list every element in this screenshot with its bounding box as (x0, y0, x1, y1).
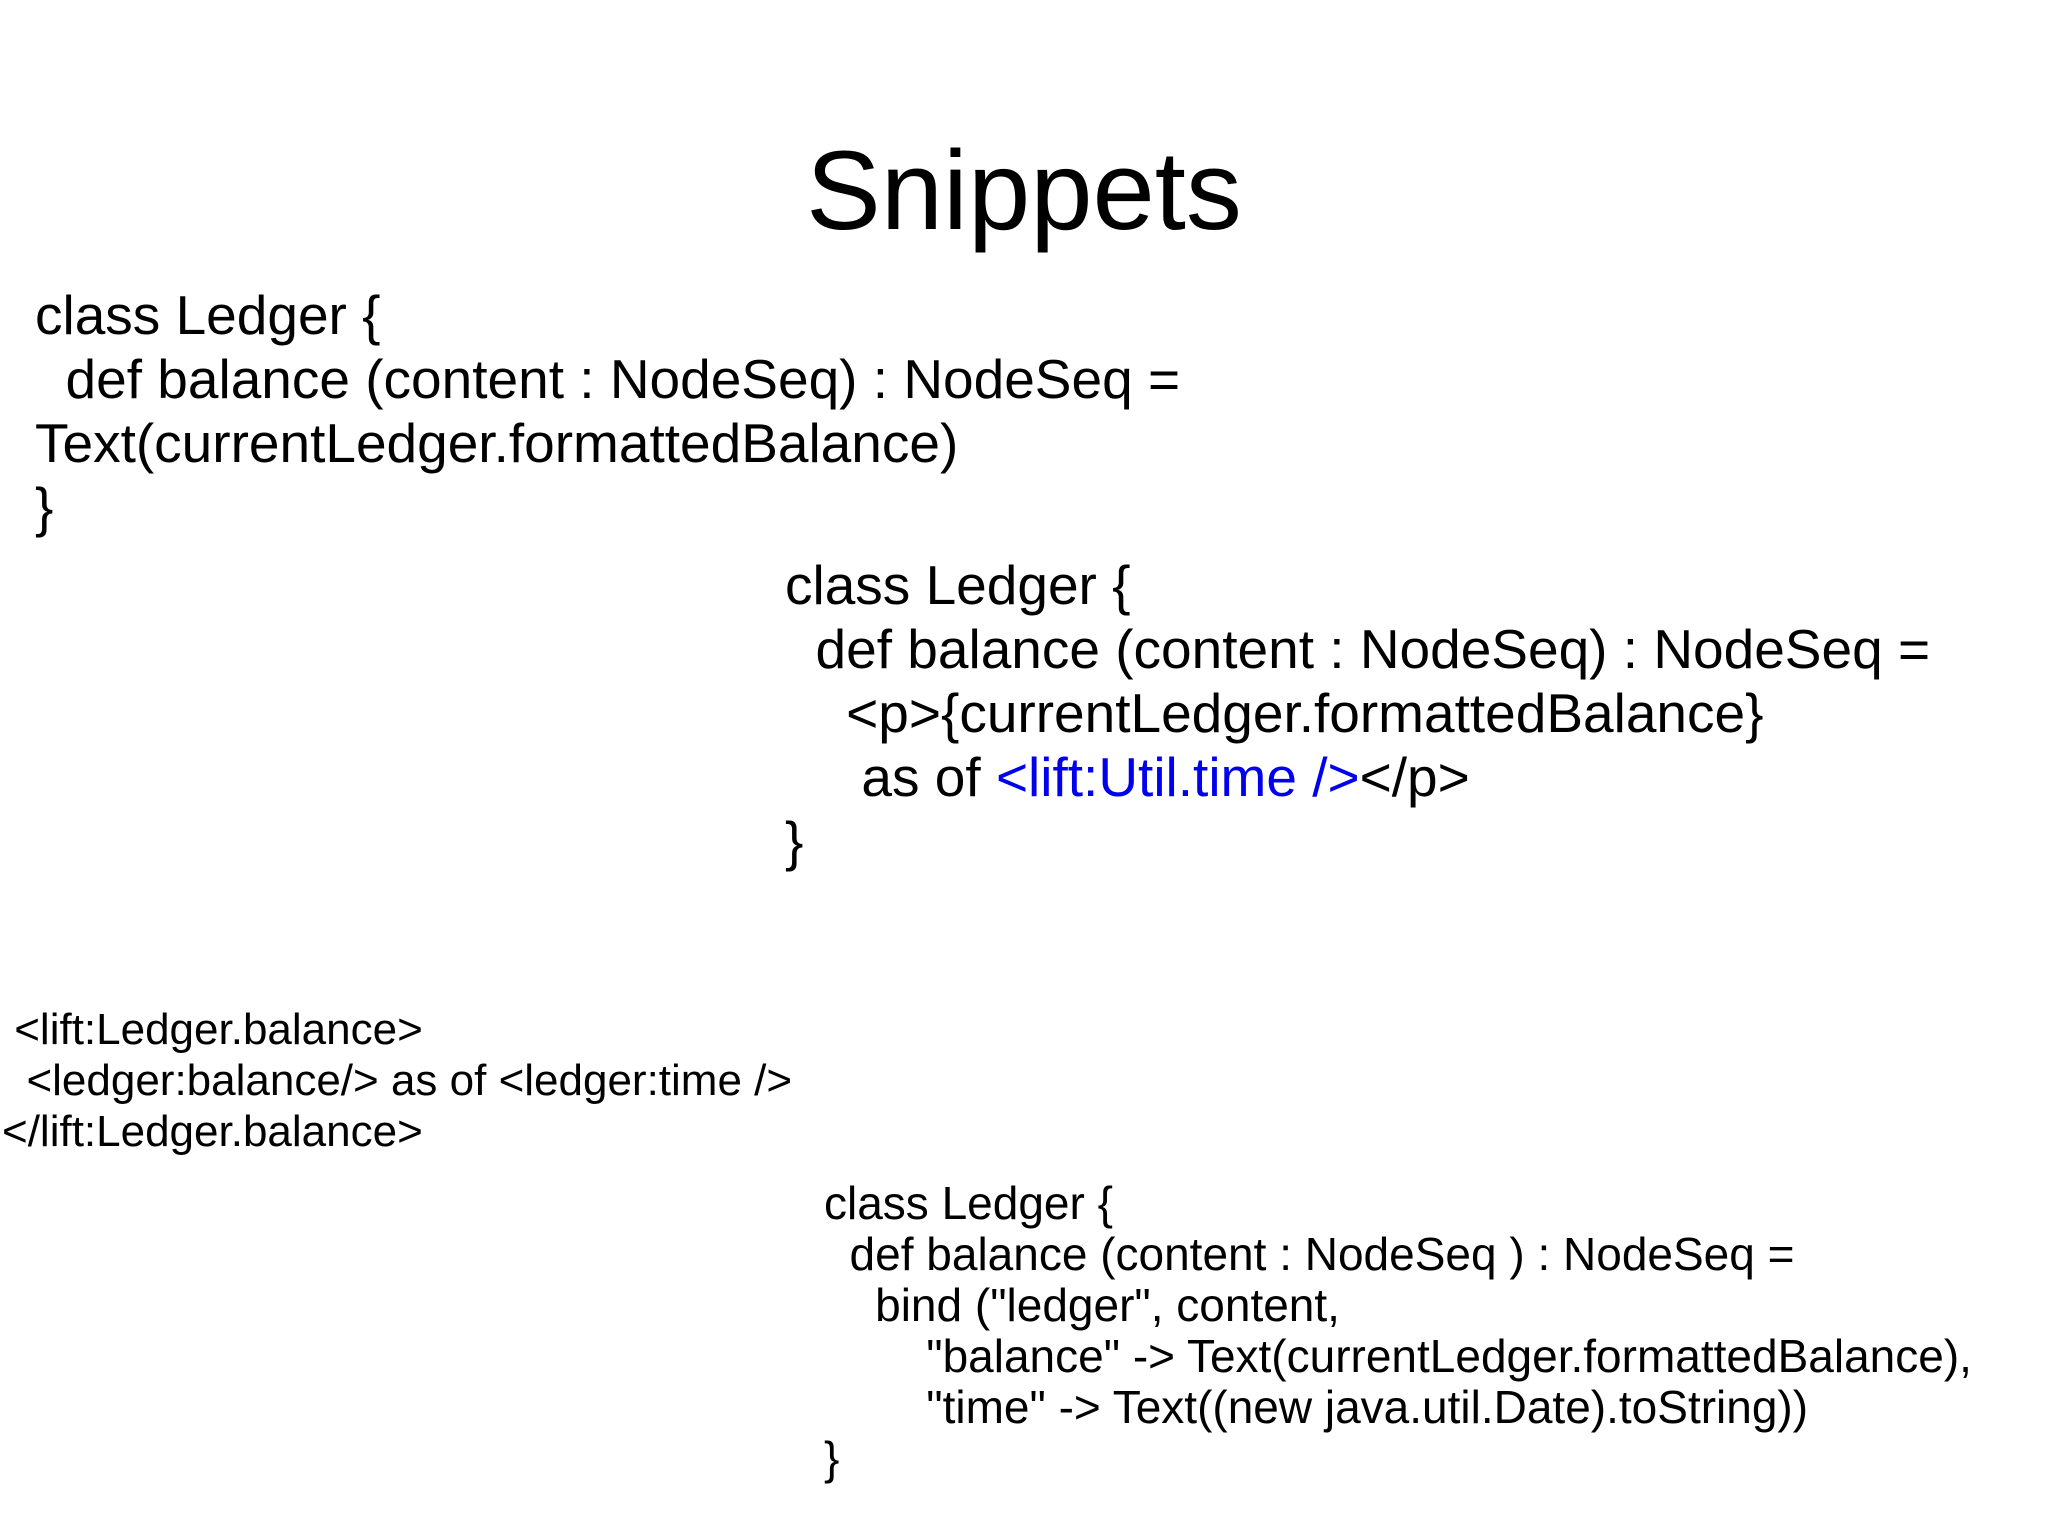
code-text: class Ledger { (35, 284, 381, 346)
code-line: "time" -> Text((new java.util.Date).toSt… (824, 1382, 1972, 1433)
code-line: } (35, 475, 1180, 539)
code-line: </lift:Ledger.balance> (2, 1106, 792, 1157)
code-text: bind ("ledger", content, (824, 1279, 1340, 1331)
code-line: class Ledger { (35, 283, 1180, 347)
code-text: "time" -> Text((new java.util.Date).toSt… (824, 1381, 1809, 1433)
code-text: } (35, 476, 54, 538)
code-text: class Ledger { (824, 1177, 1113, 1229)
code-text: </p> (1359, 746, 1470, 808)
code-text: } (824, 1432, 840, 1484)
highlighted-code-text: <lift:Util.time /> (995, 746, 1360, 808)
code-line: bind ("ledger", content, (824, 1280, 1972, 1331)
code-line: } (785, 809, 1930, 873)
code-line: def balance (content : NodeSeq) : NodeSe… (35, 347, 1181, 411)
code-line: class Ledger { (824, 1178, 1972, 1229)
slide-title: Snippets (806, 128, 1242, 253)
code-text: def balance (content : NodeSeq ) : NodeS… (824, 1228, 1795, 1280)
code-block-ledger-xml-snippet: class Ledger { def balance (content : No… (785, 553, 1930, 873)
code-line: <ledger:balance/> as of <ledger:time /> (2, 1055, 792, 1106)
code-line: def balance (content : NodeSeq) : NodeSe… (785, 617, 1931, 681)
code-block-lift-template-markup: <lift:Ledger.balance> <ledger:balance/> … (2, 1004, 792, 1157)
code-text: </lift:Ledger.balance> (2, 1107, 423, 1156)
code-block-ledger-bind-snippet: class Ledger { def balance (content : No… (824, 1178, 1972, 1484)
code-text: "balance" -> Text(currentLedger.formatte… (824, 1330, 1972, 1382)
code-text: <ledger:balance/> as of <ledger:time /> (2, 1056, 793, 1105)
code-text: Text(currentLedger.formattedBalance) (35, 412, 959, 474)
code-line: <lift:Ledger.balance> (2, 1004, 792, 1055)
code-block-ledger-text-snippet: class Ledger { def balance (content : No… (35, 283, 1180, 539)
code-line: "balance" -> Text(currentLedger.formatte… (824, 1331, 1972, 1382)
code-text: class Ledger { (785, 554, 1131, 616)
code-line: } (824, 1433, 1972, 1484)
code-line: def balance (content : NodeSeq ) : NodeS… (824, 1229, 1972, 1280)
code-line: Text(currentLedger.formattedBalance) (35, 411, 1180, 475)
code-text: def balance (content : NodeSeq) : NodeSe… (35, 348, 1181, 410)
code-line: class Ledger { (785, 553, 1930, 617)
code-text: as of (785, 746, 996, 808)
code-line: <p>{currentLedger.formattedBalance} (785, 681, 1930, 745)
code-line: as of <lift:Util.time /></p> (785, 745, 1930, 809)
code-text: <p>{currentLedger.formattedBalance} (785, 682, 1764, 744)
code-text: def balance (content : NodeSeq) : NodeSe… (785, 618, 1931, 680)
code-text: <lift:Ledger.balance> (2, 1005, 423, 1054)
code-text: } (785, 810, 804, 872)
